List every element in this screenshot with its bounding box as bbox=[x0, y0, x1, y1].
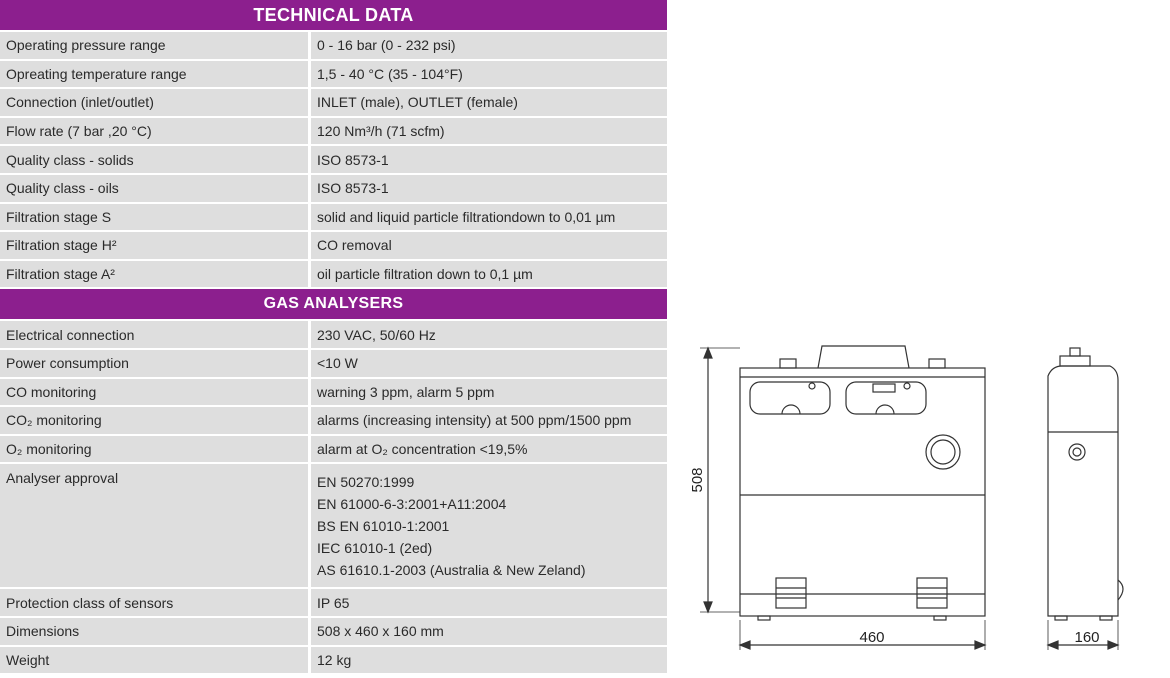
table-row: Filtration stage S solid and liquid parti… bbox=[0, 201, 667, 231]
row-value: ISO 8573-1 bbox=[308, 146, 667, 173]
row-label: CO₂ monitoring bbox=[6, 412, 102, 429]
row-label: Quality class - solids bbox=[6, 151, 134, 168]
spec-tables: TECHNICAL DATA Operating pressure range 0… bbox=[0, 0, 667, 674]
table-row: Dimensions 508 x 460 x 160 mm bbox=[0, 615, 667, 645]
row-value: IP 65 bbox=[308, 589, 667, 616]
row-value: INLET (male), OUTLET (female) bbox=[308, 89, 667, 116]
row-value: 1,5 - 40 °C (35 - 104°F) bbox=[308, 60, 667, 88]
technical-data-table: Operating pressure range 0 - 16 bar (0 - … bbox=[0, 30, 667, 288]
row-value: oil particle filtration down to 0,1 µm bbox=[308, 260, 667, 288]
approval-list: EN 50270:1999 EN 61000-6-3:2001+A11:2004… bbox=[308, 464, 667, 588]
table-row: Weight 12 kg bbox=[0, 644, 667, 674]
row-label: Protection class of sensors bbox=[6, 594, 174, 611]
table-row: Power consumption <10 W bbox=[0, 347, 667, 377]
row-label: Dimensions bbox=[6, 623, 80, 640]
table-row: Operating pressure range 0 - 16 bar (0 - … bbox=[0, 30, 667, 59]
table-row: Opreating temperature range 1,5 - 40 °C (… bbox=[0, 58, 667, 88]
row-label: Operating pressure range bbox=[6, 37, 166, 54]
row-label: Electrical connection bbox=[6, 326, 135, 343]
row-label: Filtration stage S bbox=[6, 208, 112, 225]
table-row: Protection class of sensors IP 65 bbox=[0, 587, 667, 616]
row-label: O₂ monitoring bbox=[6, 441, 92, 458]
approval-item: EN 50270:1999 bbox=[317, 473, 415, 490]
row-value: warning 3 ppm, alarm 5 ppm bbox=[308, 378, 667, 406]
side-view bbox=[1047, 347, 1124, 621]
approval-item: BS EN 61010-1:2001 bbox=[317, 517, 450, 534]
width-label: 460 bbox=[859, 629, 884, 646]
row-label: Quality class - oils bbox=[6, 180, 119, 197]
row-label: Weight bbox=[6, 651, 50, 668]
approval-item: EN 61000-6-3:2001+A11:2004 bbox=[317, 495, 507, 512]
row-label: Filtration stage A² bbox=[6, 266, 115, 283]
row-value: <10 W bbox=[308, 349, 667, 377]
row-value: CO removal bbox=[308, 232, 667, 259]
front-view bbox=[739, 345, 986, 621]
row-label: Power consumption bbox=[6, 355, 129, 372]
row-value: 0 - 16 bar (0 - 232 psi) bbox=[308, 32, 667, 59]
table-row-approval: Analyser approval EN 50270:1999 EN 61000… bbox=[0, 462, 667, 588]
table-row: Flow rate (7 bar ,20 °C) 120 Nm³/h (71 sc… bbox=[0, 115, 667, 145]
row-label: CO monitoring bbox=[6, 383, 97, 400]
table-row: Quality class - solids ISO 8573-1 bbox=[0, 144, 667, 173]
technical-data-header: TECHNICAL DATA bbox=[0, 0, 667, 30]
row-value: 508 x 460 x 160 mm bbox=[308, 617, 667, 645]
row-label: Flow rate (7 bar ,20 °C) bbox=[6, 123, 152, 140]
height-label: 508 bbox=[690, 467, 706, 492]
table-row: Connection (inlet/outlet) INLET (male), O… bbox=[0, 87, 667, 116]
depth-label: 160 bbox=[1074, 629, 1099, 646]
row-label: Connection (inlet/outlet) bbox=[6, 94, 154, 111]
dimension-drawing: 508 460 160 bbox=[690, 345, 1124, 650]
table-row: CO₂ monitoring alarms (increasing intensi… bbox=[0, 405, 667, 434]
gas-analysers-table: Electrical connection 230 VAC, 50/60 Hz P… bbox=[0, 319, 667, 674]
row-value: alarms (increasing intensity) at 500 ppm… bbox=[308, 407, 667, 434]
row-value: solid and liquid particle filtrationdown… bbox=[308, 203, 667, 231]
table-row: Filtration stage A² oil particle filtrati… bbox=[0, 258, 667, 288]
row-value: 230 VAC, 50/60 Hz bbox=[308, 321, 667, 348]
row-value: 12 kg bbox=[308, 646, 667, 674]
table-row: Quality class - oils ISO 8573-1 bbox=[0, 172, 667, 202]
table-row: Electrical connection 230 VAC, 50/60 Hz bbox=[0, 319, 667, 348]
row-label: Analyser approval bbox=[6, 470, 119, 487]
approval-item: IEC 61010-1 (2ed) bbox=[317, 539, 433, 556]
table-row: O₂ monitoring alarm at O₂ concentration <… bbox=[0, 433, 667, 463]
approval-item: AS 61610.1-2003 (Australia & New Zeland) bbox=[317, 561, 586, 578]
row-value: alarm at O₂ concentration <19,5% bbox=[308, 435, 667, 463]
row-value: 120 Nm³/h (71 scfm) bbox=[308, 117, 667, 145]
row-label: Opreating temperature range bbox=[6, 65, 187, 82]
row-value: ISO 8573-1 bbox=[308, 174, 667, 202]
row-label: Filtration stage H² bbox=[6, 237, 117, 254]
gas-analysers-header: GAS ANALYSERS bbox=[0, 287, 667, 320]
table-row: Filtration stage H² CO removal bbox=[0, 230, 667, 259]
table-row: CO monitoring warning 3 ppm, alarm 5 ppm bbox=[0, 376, 667, 406]
